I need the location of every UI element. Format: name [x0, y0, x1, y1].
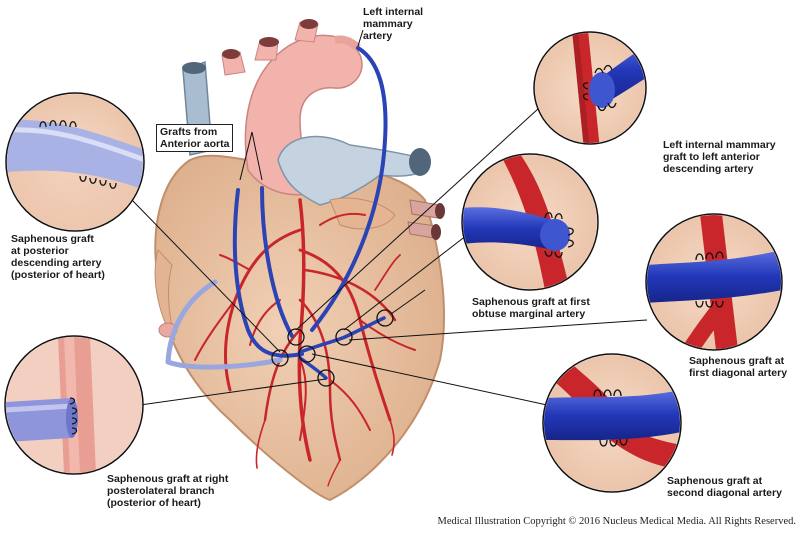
inset-pda: [5, 92, 145, 232]
label-pda: Saphenous graft at posterior descending …: [11, 233, 105, 281]
label-obtuse-marginal: Saphenous graft at first obtuse marginal…: [472, 296, 590, 320]
inset-obtuse-marginal: [461, 153, 599, 291]
leader-lines: [131, 29, 648, 406]
label-grafts-aorta: Grafts from Anterior aorta: [156, 124, 234, 152]
heart: [154, 19, 445, 502]
inset-right-posterolateral: [4, 335, 144, 475]
inset-first-diagonal: [645, 213, 783, 351]
inset-second-diagonal: [542, 353, 682, 493]
copyright-notice: Medical Illustration Copyright © 2016 Nu…: [437, 516, 796, 527]
label-first-diagonal: Saphenous graft at first diagonal artery: [689, 355, 788, 379]
label-second-diagonal: Saphenous graft at second diagonal arter…: [667, 475, 782, 499]
inset-lima-lad: [533, 31, 647, 145]
label-lima-lad: Left internal mammary graft to left ante…: [663, 139, 776, 175]
label-right-posterolateral: Saphenous graft at right posterolateral …: [107, 473, 229, 509]
label-lima: Left internal mammary artery: [363, 6, 424, 42]
